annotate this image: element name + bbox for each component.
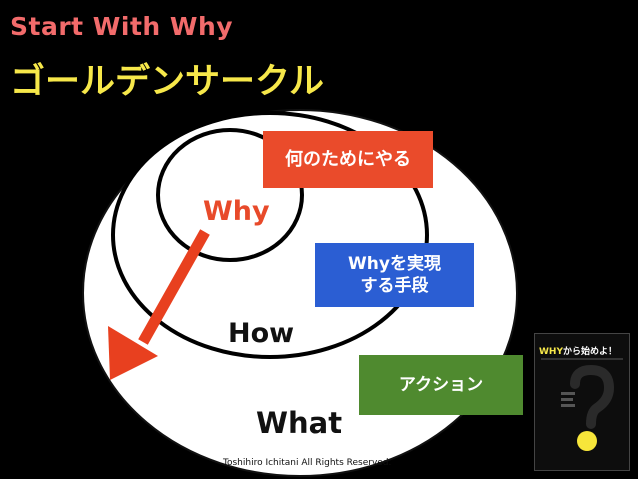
- what-label: What: [256, 406, 343, 440]
- book-title: WHYから始めよ！: [539, 344, 617, 357]
- how-label: How: [228, 318, 295, 349]
- how-description-line2: する手段: [360, 276, 429, 296]
- slide-title-english: Start With Why: [10, 12, 234, 41]
- what-description-box: アクション: [359, 355, 523, 415]
- book-title-prefix: WHY: [539, 347, 563, 357]
- how-description-box: Whyを実現 する手段: [315, 243, 474, 307]
- direction-arrow: [108, 229, 210, 380]
- why-label: Why: [203, 196, 270, 227]
- what-description-text: アクション: [398, 374, 484, 395]
- slide-title-japanese: ゴールデンサークル: [10, 62, 324, 102]
- copyright-text: Toshihiro Ichitani All Rights Reserved.: [223, 458, 392, 468]
- book-title-rest: から始めよ！: [562, 347, 617, 357]
- book-cover-image: WHYから始めよ！: [534, 333, 630, 471]
- book-question-mark-graphic: [541, 358, 623, 451]
- why-description-text: 何のためにやる: [285, 148, 411, 170]
- why-description-box: 何のためにやる: [263, 131, 433, 188]
- how-description-line1: Whyを実現: [348, 253, 441, 274]
